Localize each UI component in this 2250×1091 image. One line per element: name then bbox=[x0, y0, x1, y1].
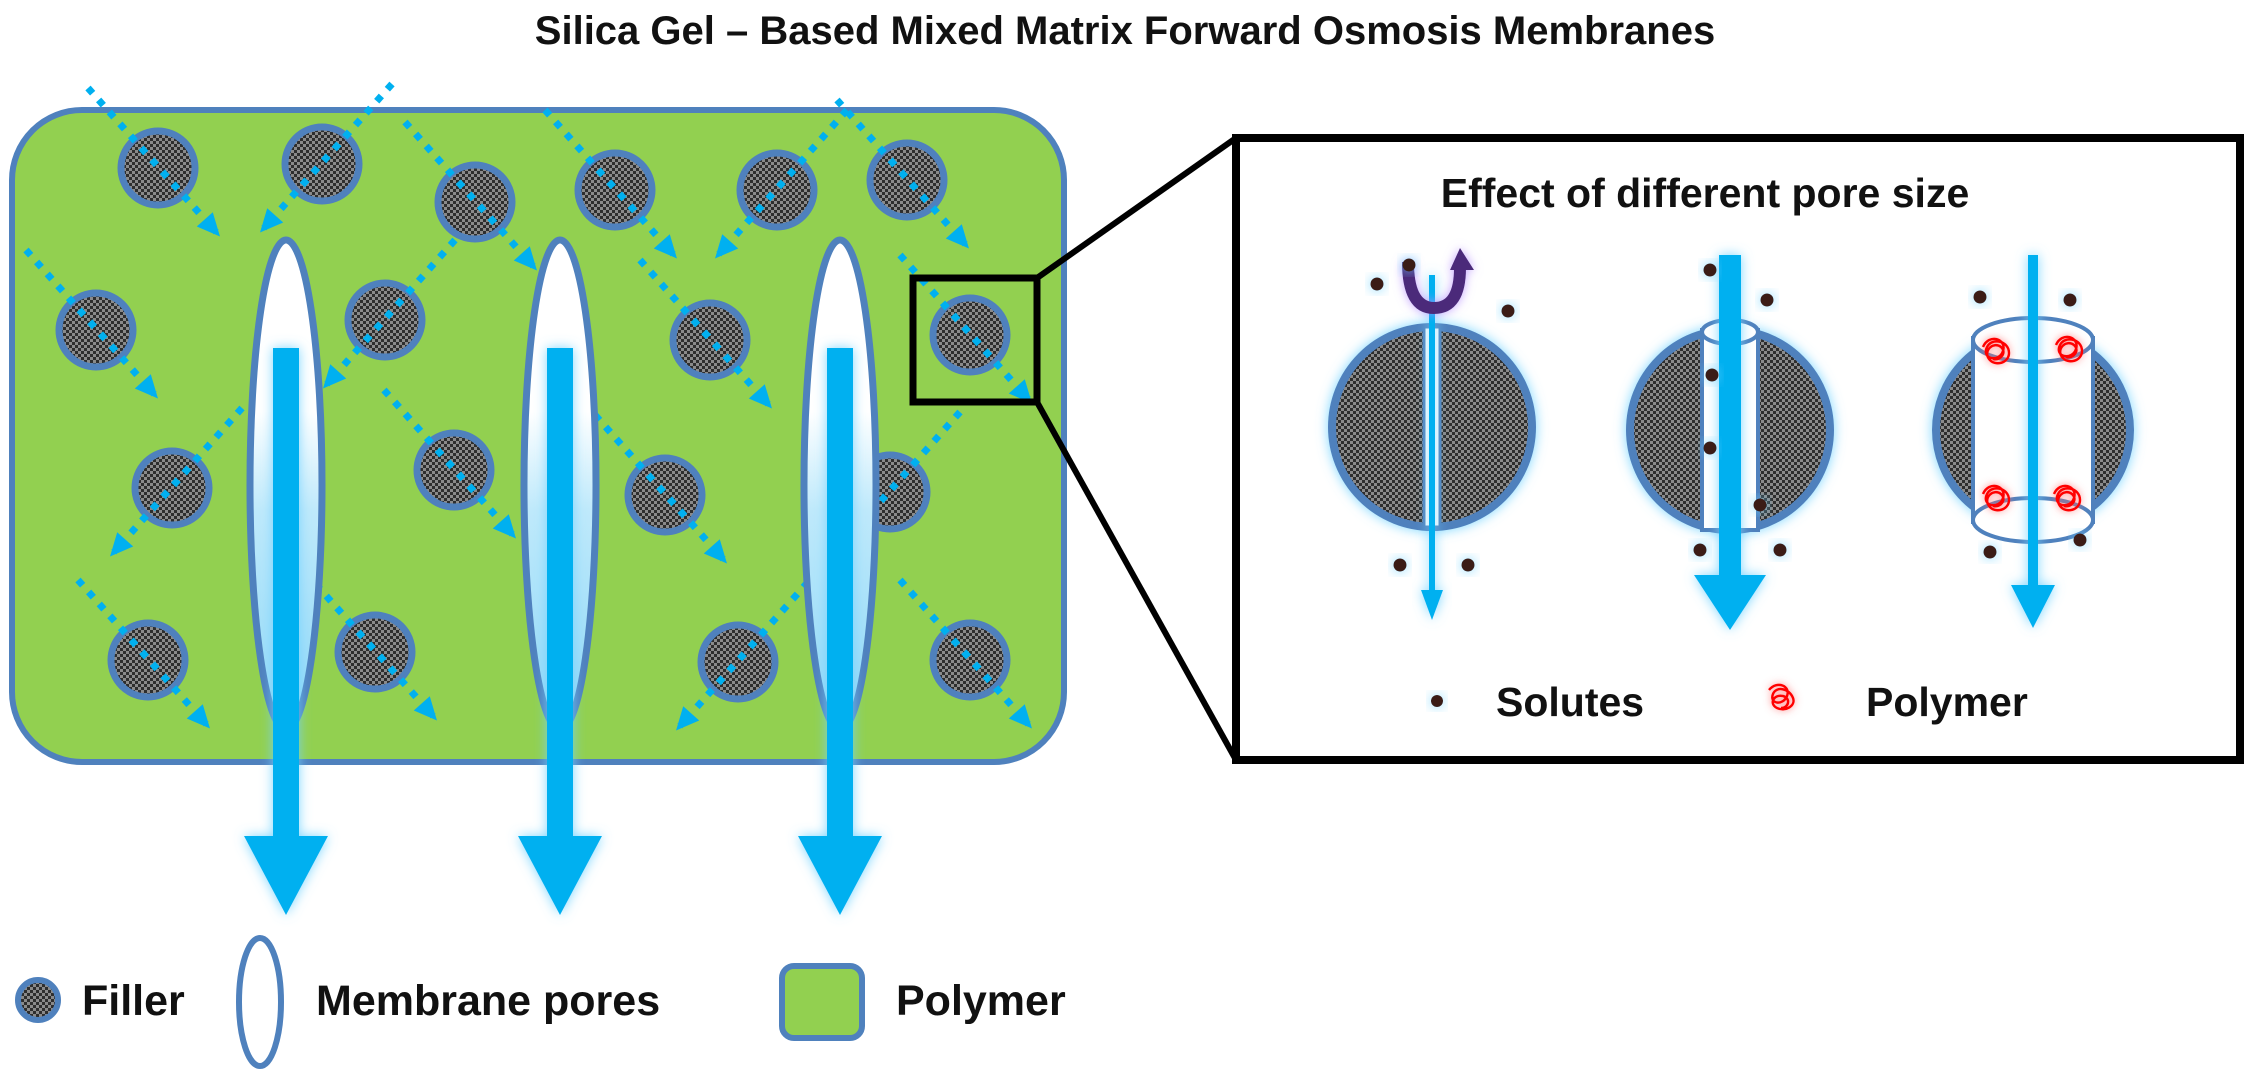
solute bbox=[1703, 441, 1717, 455]
membrane-pore bbox=[244, 236, 328, 915]
filler-particle bbox=[592, 412, 727, 564]
filler-particle bbox=[110, 405, 245, 557]
legend-filler-label: Filler bbox=[82, 977, 185, 1025]
flow-arrow bbox=[518, 348, 602, 915]
filler-legend-icon bbox=[15, 977, 61, 1023]
solute bbox=[1973, 290, 1987, 304]
polymer-coil bbox=[2052, 484, 2082, 512]
inset-heading: Effect of different pore size bbox=[1441, 170, 1970, 216]
rejection-arrow bbox=[1402, 248, 1474, 315]
flow-arrow-large bbox=[2011, 255, 2055, 628]
solute bbox=[1760, 293, 1774, 307]
solute bbox=[1983, 545, 1997, 559]
legend-polymer-label: Polymer bbox=[896, 977, 1066, 1025]
solute bbox=[1753, 498, 1767, 512]
filler-particle bbox=[834, 97, 969, 249]
inset-legend-solutes-label: Solutes bbox=[1496, 679, 1644, 725]
membrane-pores bbox=[244, 236, 882, 915]
flow-arrow-medium bbox=[1694, 255, 1766, 630]
zoom-connector-top bbox=[1035, 135, 1238, 281]
zoom-box bbox=[909, 274, 1041, 406]
pore-medium bbox=[1626, 255, 1834, 630]
solute bbox=[1393, 558, 1407, 572]
solute bbox=[1703, 263, 1717, 277]
pore-large bbox=[1932, 255, 2134, 628]
diagram-title: Silica Gel – Based Mixed Matrix Forward … bbox=[535, 9, 1715, 53]
legend-membrane-pores-label: Membrane pores bbox=[316, 977, 660, 1025]
filler-particles bbox=[23, 81, 1032, 731]
solute-legend-icon bbox=[1431, 695, 1443, 707]
filler-particle bbox=[542, 107, 677, 259]
inset-legend-polymer-label: Polymer bbox=[1866, 679, 2028, 725]
solute bbox=[1693, 543, 1707, 557]
pore-small bbox=[1328, 248, 1536, 620]
filler-particle bbox=[676, 579, 811, 731]
solute bbox=[1501, 304, 1515, 318]
solute bbox=[1402, 258, 1416, 272]
filler-particle bbox=[75, 577, 210, 729]
solute bbox=[1461, 558, 1475, 572]
membrane-pore bbox=[798, 236, 882, 915]
membrane-pore-legend-icon bbox=[236, 935, 284, 1069]
polymer-coil bbox=[2054, 335, 2084, 363]
zoom-connector-bottom bbox=[1034, 400, 1239, 762]
solute bbox=[1773, 543, 1787, 557]
membrane-pore bbox=[518, 236, 602, 915]
polymer-coil bbox=[1981, 337, 2011, 365]
filler-particle bbox=[23, 247, 158, 399]
filler-particle bbox=[85, 85, 220, 237]
flow-arrow bbox=[798, 348, 882, 915]
polymer-coil bbox=[1981, 484, 2011, 512]
polymer-coil-legend-icon bbox=[1768, 683, 1795, 711]
flow-arrow bbox=[244, 348, 328, 915]
filler-particle bbox=[323, 237, 458, 389]
solute bbox=[2073, 533, 2087, 547]
filler-particle bbox=[715, 107, 850, 259]
filler-particle bbox=[897, 577, 1032, 729]
solute bbox=[2063, 293, 2077, 307]
solute bbox=[1705, 368, 1719, 382]
filler-particle bbox=[637, 257, 772, 409]
solute bbox=[1370, 277, 1384, 291]
filler-particle bbox=[402, 119, 537, 271]
filler-particle bbox=[302, 569, 437, 721]
polymer-legend-icon bbox=[779, 963, 865, 1041]
flow-arrow-small bbox=[1421, 275, 1443, 620]
filler-particle bbox=[260, 81, 395, 233]
pore-size-comparison bbox=[1328, 248, 2134, 630]
filler-particle bbox=[381, 387, 516, 539]
